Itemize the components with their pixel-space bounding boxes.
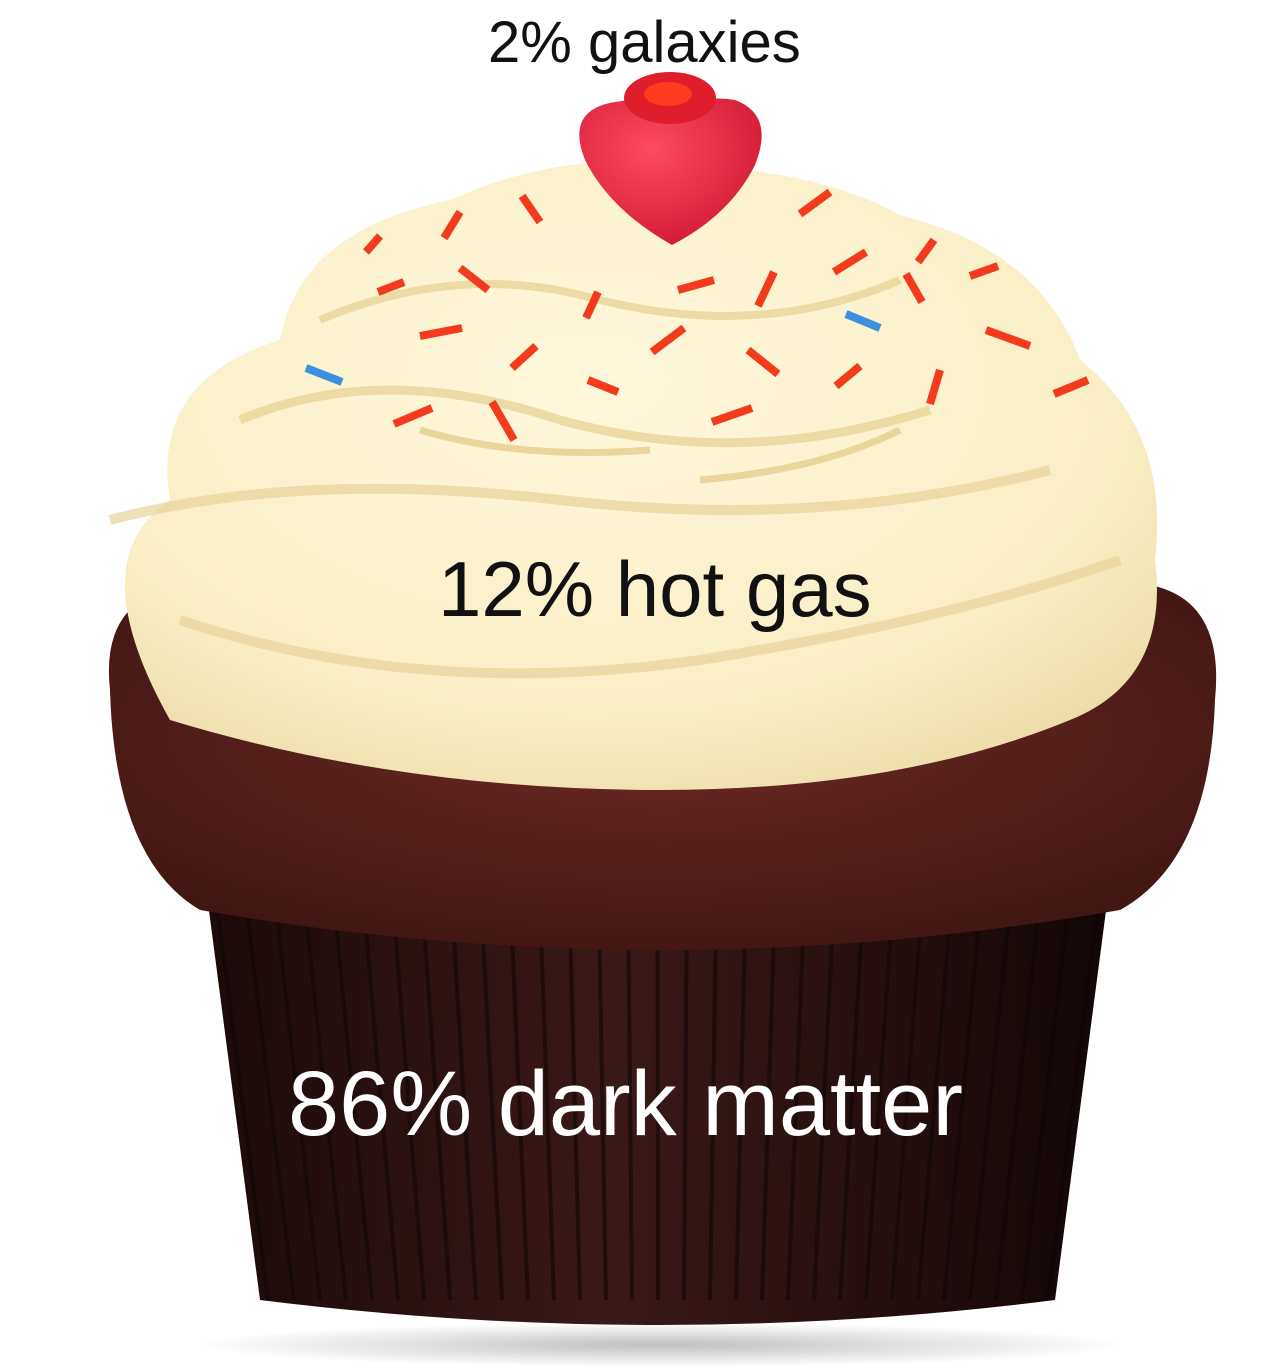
wrapper-pleat bbox=[655, 889, 660, 1301]
frosting bbox=[108, 161, 1158, 790]
wrapper-pleat bbox=[478, 889, 504, 1301]
wrapper-pleat bbox=[537, 889, 556, 1301]
wrapper-pleat bbox=[390, 889, 426, 1301]
cherry bbox=[579, 72, 762, 245]
wrapper-pleat bbox=[708, 889, 719, 1301]
wrapper-pleat bbox=[786, 889, 807, 1301]
wrapper-pleat bbox=[942, 889, 984, 1301]
wrapper-pleat bbox=[626, 889, 634, 1301]
wrapper-pleat bbox=[838, 889, 866, 1301]
wrapper-pleat bbox=[419, 889, 452, 1301]
dark-matter-label: 86% dark matter bbox=[288, 1053, 963, 1155]
wrapper-pleat bbox=[864, 889, 896, 1301]
wrapper-pleat bbox=[1020, 889, 1073, 1301]
hot-gas-label: 12% hot gas bbox=[438, 545, 872, 633]
wrapper-pleat bbox=[916, 889, 955, 1301]
wrapper-pleat bbox=[213, 889, 270, 1301]
wrapper-pleat bbox=[890, 889, 925, 1301]
wrapper-pleats bbox=[213, 889, 1102, 1301]
wrapper-pleat bbox=[760, 889, 778, 1301]
wrapper-pleat bbox=[508, 889, 530, 1301]
wrapper-pleat bbox=[596, 889, 608, 1301]
sprinkles bbox=[304, 188, 1090, 443]
wrapper-pleat bbox=[968, 889, 1014, 1301]
wrapper-pleat bbox=[734, 889, 748, 1301]
wrapper-pleat bbox=[301, 889, 348, 1301]
wrapper-pleat bbox=[449, 889, 478, 1301]
ground-shadow bbox=[190, 1323, 1130, 1367]
wrapper-pleat bbox=[812, 889, 837, 1301]
wrapper-pleat bbox=[1046, 889, 1102, 1301]
wrapper-pleat bbox=[331, 889, 374, 1301]
wrapper-pleat bbox=[567, 889, 582, 1301]
wrapper-pleat bbox=[242, 889, 296, 1301]
wrapper-pleat bbox=[360, 889, 400, 1301]
wrapper-pleat bbox=[994, 889, 1043, 1301]
wrapper-pleat bbox=[682, 889, 689, 1301]
galaxies-label: 2% galaxies bbox=[488, 10, 801, 75]
wrapper-pleat bbox=[272, 889, 322, 1301]
